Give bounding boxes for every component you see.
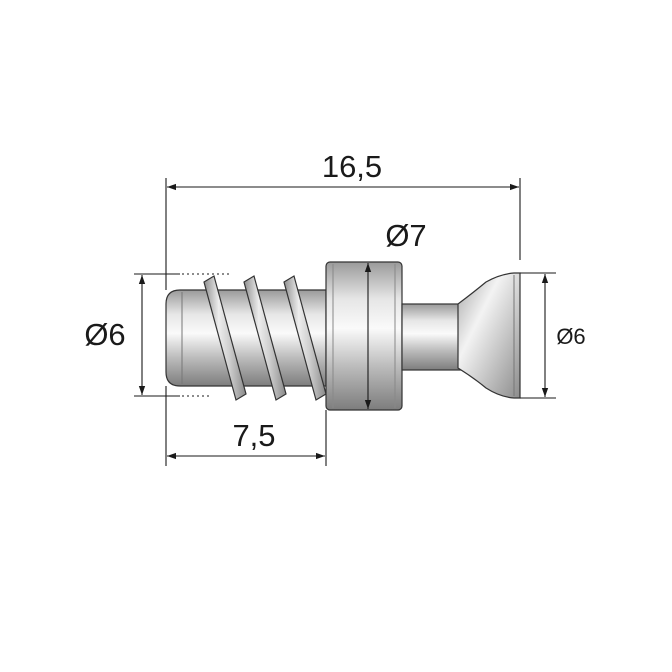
collar-diameter-label: Ø7 bbox=[385, 218, 426, 253]
thread-flight-2 bbox=[243, 275, 287, 401]
cam-dowel-part bbox=[165, 261, 521, 411]
head-diameter-label: Ø6 bbox=[556, 324, 585, 349]
thread-length-label: 7,5 bbox=[232, 418, 275, 453]
flared-head bbox=[457, 272, 521, 399]
thread-flights bbox=[203, 275, 327, 401]
dimension-lines bbox=[134, 178, 556, 466]
overall-length-label: 16,5 bbox=[322, 149, 382, 184]
collar bbox=[325, 261, 403, 411]
thread-flight-1 bbox=[203, 275, 247, 401]
thread-diameter-label: Ø6 bbox=[84, 317, 125, 352]
neck bbox=[401, 303, 463, 371]
thread-core bbox=[165, 289, 327, 387]
